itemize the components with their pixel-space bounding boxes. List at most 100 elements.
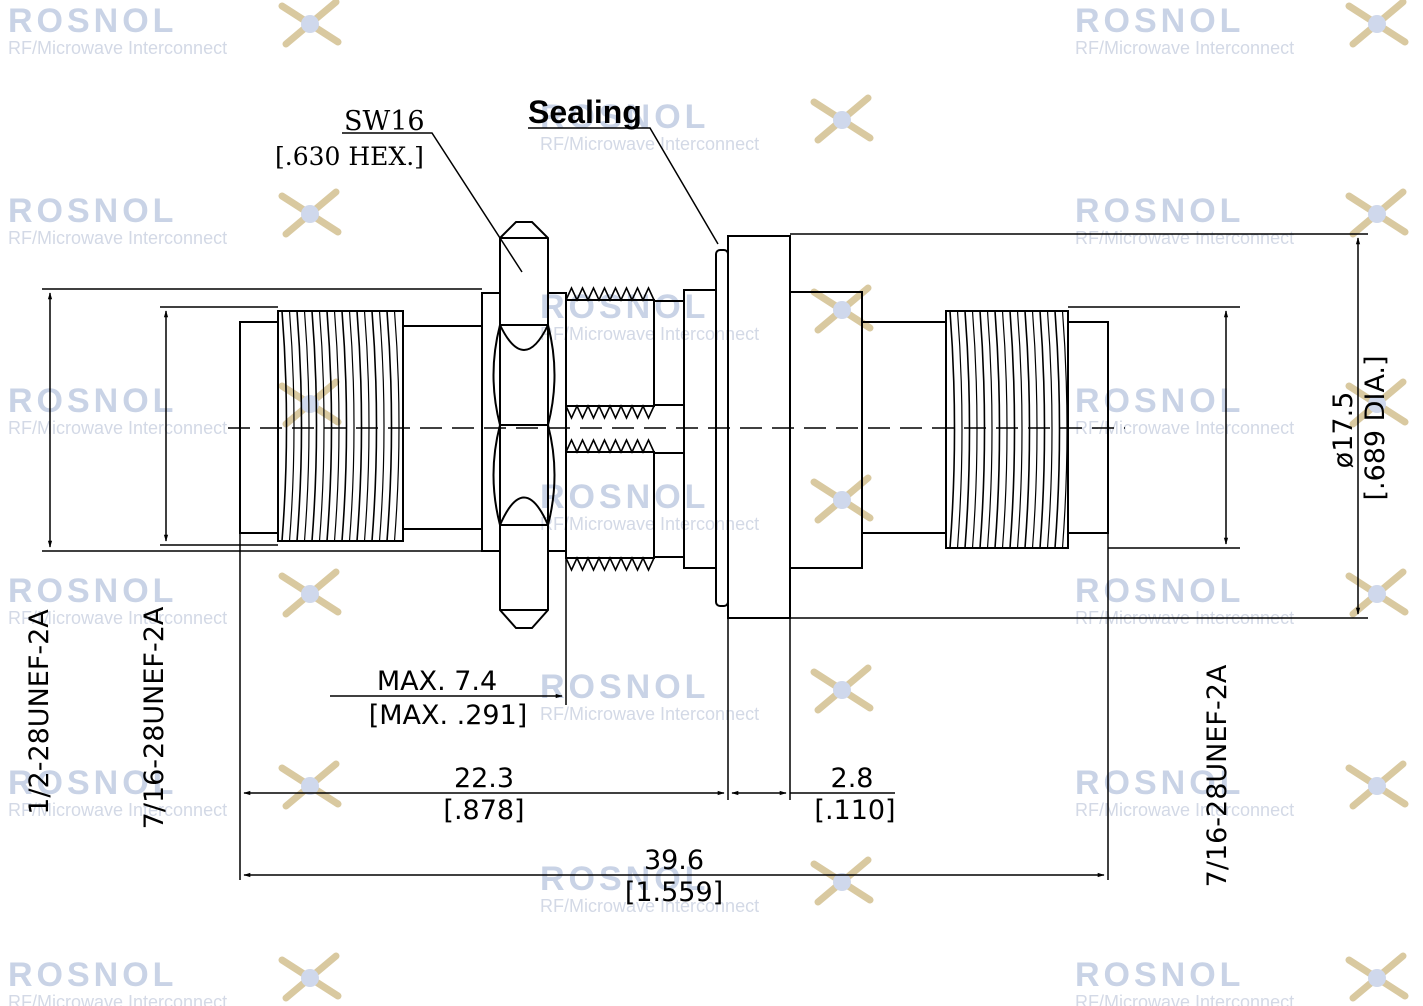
watermark-logo-dot (301, 15, 319, 33)
thread-turn (341, 310, 348, 542)
watermark-brand: ROSNOL (540, 860, 709, 898)
flange-len-label: 2.8 (831, 763, 874, 794)
left-thread-turns (281, 310, 400, 542)
watermark-brand: ROSNOL (8, 956, 177, 994)
watermark-logo-dot (1368, 395, 1386, 413)
watermark-tagline: RF/Microwave Interconnect (1075, 800, 1294, 820)
watermark-brand: ROSNOL (1075, 572, 1244, 610)
flange-dia-inch-label: [.689 DIA.] (1360, 355, 1391, 500)
watermark-brand: ROSNOL (540, 668, 709, 706)
watermark-tagline: RF/Microwave Interconnect (540, 514, 759, 534)
watermark-logo-dot (1368, 205, 1386, 223)
watermark-brand: ROSNOL (540, 478, 709, 516)
thread-turn (1046, 310, 1053, 549)
thread-turn (956, 310, 963, 549)
thread-turn (1009, 310, 1016, 549)
thread-turn (296, 310, 303, 542)
thread-turn (371, 310, 378, 542)
hex-leader (342, 132, 523, 273)
flange (727, 235, 791, 619)
thread-turn (363, 310, 370, 542)
watermark-brand: ROSNOL (540, 98, 709, 136)
watermark-brand: ROSNOL (8, 764, 177, 802)
watermark-logo-dot (1368, 969, 1386, 987)
watermark-tagline: RF/Microwave Interconnect (540, 134, 759, 154)
flange-dia-label: ø17.5 (1328, 392, 1359, 469)
connector-body (228, 221, 1125, 629)
left-outer-thread-label: 1/2-28UNEF-2A (24, 609, 55, 815)
watermark-tagline: RF/Microwave Interconnect (8, 228, 227, 248)
thread-turn (281, 310, 288, 542)
watermark-logo-dot (301, 395, 319, 413)
hex-size-label: SW16 (344, 106, 425, 137)
watermark-brand: ROSNOL (8, 572, 177, 610)
sealing-label: Sealing (528, 94, 642, 130)
watermark-logo-dot (833, 491, 851, 509)
sealing-leader (528, 127, 719, 245)
thread-turn (1031, 310, 1038, 549)
watermark-tagline: RF/Microwave Interconnect (540, 704, 759, 724)
dimension-lines (47, 127, 1361, 878)
thread-turn (311, 310, 318, 542)
watermark-tagline: RF/Microwave Interconnect (1075, 38, 1294, 58)
thread-tooth-row (565, 286, 655, 302)
watermark-brand: ROSNOL (1075, 764, 1244, 802)
body-len-inch-label: [.878] (443, 795, 524, 826)
thread-turn (288, 310, 295, 542)
thread-turn (949, 310, 956, 549)
watermark-logo-dot (833, 301, 851, 319)
watermark-brand: ROSNOL (1075, 2, 1244, 40)
watermark-tagline: RF/Microwave Interconnect (1075, 418, 1294, 438)
thread-turn (1016, 310, 1023, 549)
thread-turn (303, 310, 310, 542)
thread-turn (348, 310, 355, 542)
watermark-brand: ROSNOL (1075, 192, 1244, 230)
overall-len-inch-label: [1.559] (625, 877, 723, 908)
thread-turn (318, 310, 325, 542)
watermark-logo-dot (833, 681, 851, 699)
watermark-logo-dot (301, 585, 319, 603)
watermark-tagline: RF/Microwave Interconnect (8, 608, 227, 628)
thread-turn (986, 310, 993, 549)
thread-turn (1061, 310, 1068, 549)
right-thread-label: 7/16-28UNEF-2A (1202, 664, 1233, 887)
watermark-logo-dot (1368, 15, 1386, 33)
thread-turn (1024, 310, 1031, 549)
thread-turn (1039, 310, 1046, 549)
watermark-brand: ROSNOL (8, 2, 177, 40)
watermark-brand: ROSNOL (1075, 382, 1244, 420)
watermark-tagline: RF/Microwave Interconnect (1075, 992, 1294, 1006)
overall-len-label: 39.6 (644, 845, 704, 876)
right-thread-turns (949, 310, 1068, 549)
watermark-brand: ROSNOL (8, 382, 177, 420)
watermark-logo-dot (301, 777, 319, 795)
watermark-brand: ROSNOL (8, 192, 177, 230)
extension-lines (42, 233, 1368, 880)
watermark-tagline: RF/Microwave Interconnect (8, 418, 227, 438)
watermark-logo-dot (1368, 585, 1386, 603)
thread-turn (994, 310, 1001, 549)
thread-turn (1054, 310, 1061, 549)
thread-turn (1001, 310, 1008, 549)
thread-turn (393, 310, 400, 542)
watermark-logo-dot (1368, 777, 1386, 795)
thread-turn (378, 310, 385, 542)
left-inner-thread-label: 7/16-28UNEF-2A (139, 606, 170, 829)
watermark-brand: ROSNOL (1075, 956, 1244, 994)
hex-size-inch-label: [.630 HEX.] (275, 142, 424, 171)
left-thread-core (277, 310, 404, 542)
flange-len-inch-label: [.110] (814, 795, 895, 826)
thread-turn (971, 310, 978, 549)
body-len-label: 22.3 (454, 763, 514, 794)
hex-nut (481, 221, 567, 629)
thread-tooth-row (565, 438, 655, 454)
annotations: SW16 [.630 HEX.] Sealing MAX. 7.4 [MAX. … (24, 94, 1391, 908)
thread-turn (386, 310, 393, 542)
thread-turn (979, 310, 986, 549)
watermark-tagline: RF/Microwave Interconnect (8, 800, 227, 820)
watermark-logo-dot (833, 111, 851, 129)
watermark-tagline: RF/Microwave Interconnect (540, 324, 759, 344)
watermark-tagline: RF/Microwave Interconnect (540, 896, 759, 916)
